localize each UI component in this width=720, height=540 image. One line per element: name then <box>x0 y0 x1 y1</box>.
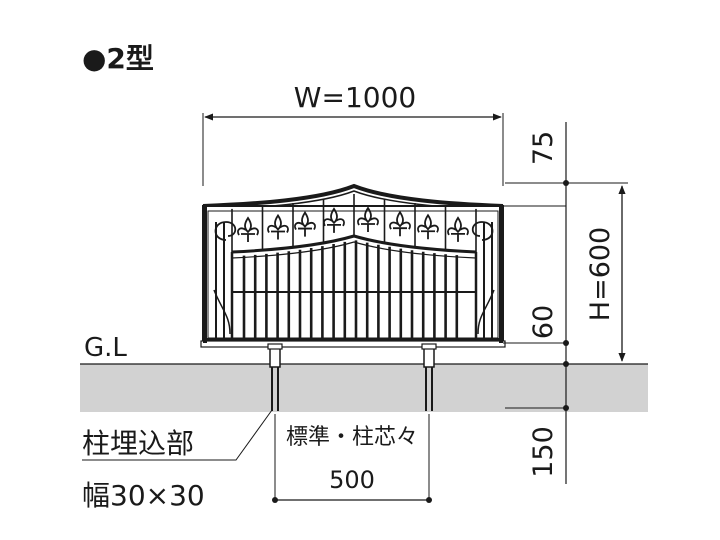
ground-label: G.L <box>84 333 127 363</box>
post-note-line1: 柱埋込部 <box>82 427 194 460</box>
fence-post-right <box>421 343 437 411</box>
fleur-de-lis-icon <box>237 216 259 243</box>
fleur-de-lis-icon <box>417 213 439 240</box>
fence-panel <box>200 183 506 348</box>
height-label: H=600 <box>585 227 616 321</box>
width-label: W=1000 <box>294 81 416 114</box>
post-embed-leader <box>82 392 273 461</box>
pitch-value: 500 <box>329 466 375 494</box>
fleur-de-lis-icon <box>447 216 469 242</box>
fleur-de-lis-icon <box>323 207 345 233</box>
bottom-clearance-label: 60 <box>528 305 559 339</box>
pitch-dot-left <box>272 497 278 503</box>
ground-section <box>80 364 648 412</box>
fleur-de-lis-icon <box>389 210 411 237</box>
right-dimension-column <box>503 122 569 484</box>
embed-depth-label: 150 <box>528 426 559 478</box>
pitch-dot-right <box>426 497 432 503</box>
fence-pickets <box>231 194 477 338</box>
heading: ●2型 <box>82 42 154 75</box>
pitch-note: 標準・柱芯々 <box>286 425 418 450</box>
fleur-de-lis-icon <box>267 213 289 240</box>
fleur-de-lis-icon <box>294 210 316 237</box>
fleur-de-lis-icon <box>357 206 379 233</box>
fleur-de-lis-ornaments <box>237 206 469 243</box>
top-offset-label: 75 <box>528 131 559 165</box>
post-note-line2: 幅30×30 <box>82 479 205 512</box>
